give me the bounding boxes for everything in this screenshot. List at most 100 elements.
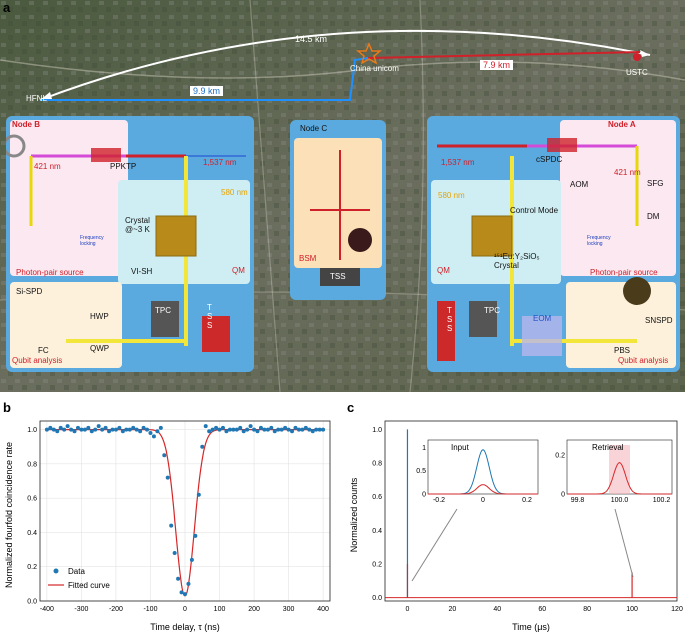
star-icon [355,42,383,65]
data-point [103,425,108,430]
inset-x-tick: 0 [481,497,485,504]
data-point [79,427,84,432]
inset-input-frame [427,439,539,495]
data-point [110,427,115,432]
data-point [176,576,181,581]
panel-c-letter: c [347,400,355,415]
inset-red-curve [428,484,538,495]
data-point [89,429,94,434]
node-a-qa: Qubit analysis [618,356,669,365]
place-hfnl: HFNL [26,94,47,103]
data-point [100,427,105,432]
data-point [69,427,74,432]
node-a-snspd: SNSPD [645,316,673,325]
node-a-wl2: 580 nm [438,191,465,200]
data-point [196,492,201,497]
distance-label-3: 9.9 km [190,86,224,96]
node-b-title: Node B [12,120,40,129]
data-point [272,429,277,434]
data-point [189,557,194,562]
node-a-eom: EOM [533,314,552,323]
x-tick-label: -400 [40,606,54,613]
data-point [303,425,308,430]
node-a-title: Node A [608,120,636,129]
x-tick-label: 200 [248,606,260,613]
node-a-tss: T S S [447,306,453,333]
y-tick-label: 0.2 [372,561,382,568]
node-b-qm: QM [232,266,245,275]
x-tick-label: 0 [183,606,187,613]
x-tick-label: -100 [143,606,157,613]
node-b-qa-area [10,282,122,368]
chart-b-ylabel: Normalized fourfold coincidence rate [4,442,14,588]
node-a-pps: Photon-pair source [590,268,658,277]
data-point [107,429,112,434]
x-tick-label: 100 [214,606,226,613]
node-a-pbs: PBS [614,346,631,355]
data-point [169,523,174,528]
node-c-tss: TSS [330,272,346,281]
data-point [276,427,281,432]
panel-b-letter: b [3,400,11,415]
x-tick-label: 60 [538,606,546,613]
data-point [265,427,270,432]
node-b-freq: Frequency locking [80,235,104,247]
data-point [82,427,87,432]
inset-x-tick: 100.0 [611,497,629,504]
data-point [238,425,243,430]
y-tick-label: 0.8 [27,461,37,468]
data-point [269,425,274,430]
data-point [224,429,229,434]
data-point [214,425,219,430]
data-point [307,427,312,432]
y-tick-label: 0.8 [372,461,382,468]
y-tick-label: 0.0 [372,595,382,602]
inset-y-tick: 0.2 [555,452,565,459]
inset1-pointer [411,508,458,582]
data-point [65,424,70,429]
legend-fit-label: Fitted curve [68,581,110,590]
node-c-bsm: BSM [299,254,317,263]
node-a-optics [437,138,651,361]
data-point [186,581,191,586]
data-point [75,425,80,430]
chart-c-xlabel: Time (μs) [512,622,550,632]
data-point [120,429,125,434]
node-a-dm: DM [647,212,660,221]
data-point [241,429,246,434]
y-tick-label: 0.6 [372,494,382,501]
node-c-optics [310,150,372,286]
inset-x-tick: 99.8 [571,497,585,504]
x-tick-label: 20 [448,606,456,613]
data-point [279,427,284,432]
data-point [262,427,267,432]
node-a-crystal: ¹⁵¹Eu:Y₂SiO₅ Crystal [494,252,540,270]
data-point [117,425,122,430]
data-point [203,424,208,429]
data-point [314,427,319,432]
data-point [210,427,215,432]
data-point [138,429,143,434]
distance-label-1: 14.5 km [295,34,328,44]
node-a-sfg: SFG [647,179,664,188]
data-point [321,427,326,432]
data-point [293,425,298,430]
data-point [207,429,212,434]
node-b-hwp: HWP [90,312,109,321]
data-point [193,533,198,538]
data-point [183,592,187,597]
node-b-vish: VI-SH [131,267,153,276]
place-ustc: USTC [626,68,648,77]
data-point [227,427,232,432]
data-point [162,453,167,458]
chart-c-ylabel: Normalized counts [349,477,359,552]
legend-data-label: Data [68,567,85,576]
arrow-left-icon [40,92,52,100]
data-point [131,425,136,430]
node-a-tpc: TPC [484,306,500,315]
data-point [165,475,170,480]
inset-red-curve [567,462,672,495]
retrieval-window [609,445,630,494]
